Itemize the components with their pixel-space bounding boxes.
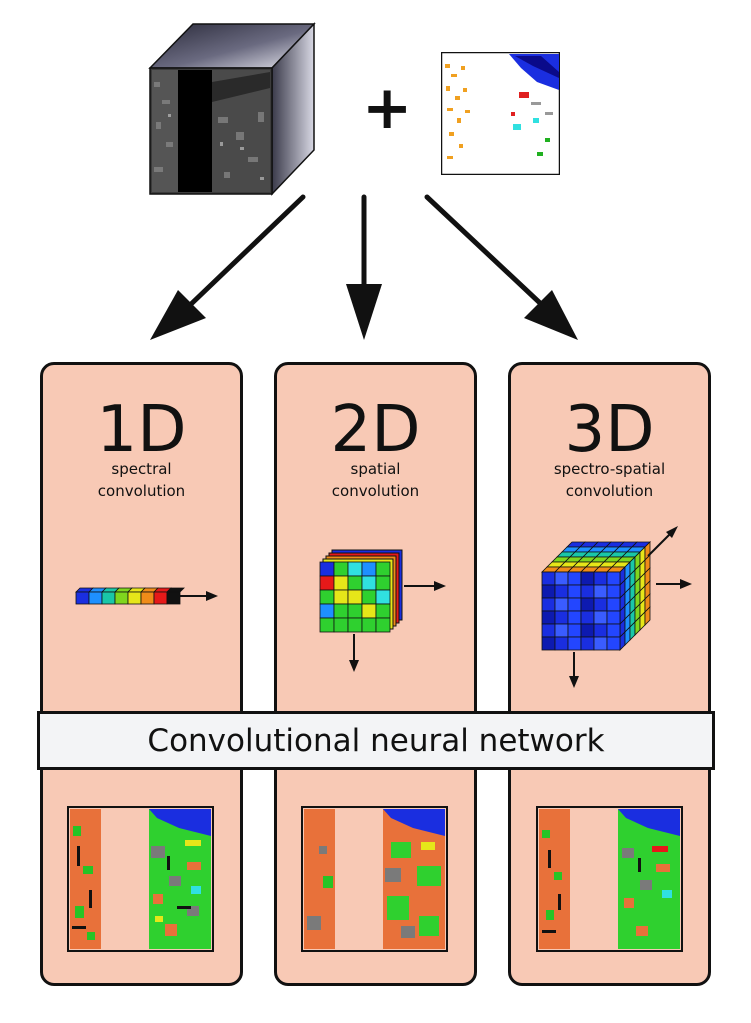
kernel-1d-cell bbox=[153, 591, 168, 605]
kernel-2d-cell bbox=[347, 561, 363, 577]
kernel-3d-front-cell bbox=[606, 623, 621, 638]
kernel-3d-front-cell bbox=[593, 610, 608, 625]
kernel-3d-front-cell bbox=[554, 571, 569, 586]
kernel-2d-cell bbox=[361, 589, 377, 605]
kernel-3d-front-cell bbox=[567, 623, 582, 638]
spectral-kernel-1d bbox=[74, 584, 220, 610]
kernel-3d-front-cell bbox=[580, 610, 595, 625]
kernel-2d-cell bbox=[319, 617, 335, 633]
kernel-3d-front-cell bbox=[541, 623, 556, 638]
branch-arrows bbox=[150, 194, 578, 340]
panel-2d-subtitle-line2: convolution bbox=[331, 482, 420, 500]
spatial-kernel-2d bbox=[318, 548, 454, 680]
panel-3d-title: 3D bbox=[564, 393, 655, 467]
kernel-3d-front-cell bbox=[580, 623, 595, 638]
kernel-1d-cell bbox=[140, 591, 155, 605]
cnn-bar: Convolutional neural network bbox=[37, 711, 715, 770]
kernel-3d-front-cell bbox=[541, 610, 556, 625]
kernel-2d-cell bbox=[361, 617, 377, 633]
kernel-1d-cell bbox=[166, 591, 181, 605]
panel-1d-subtitle-line1: spectral bbox=[111, 460, 172, 478]
classification-map-2d bbox=[301, 806, 448, 952]
kernel-2d-cell bbox=[361, 603, 377, 619]
kernel-1d-cell bbox=[101, 591, 116, 605]
kernel-3d-front-cell bbox=[554, 610, 569, 625]
panel-2d-title: 2D bbox=[330, 393, 421, 467]
kernel-3d-front-cell bbox=[606, 571, 621, 586]
kernel-3d-front-cell bbox=[567, 571, 582, 586]
kernel-3d-front-cell bbox=[593, 636, 608, 651]
spectro-spatial-kernel-3d bbox=[538, 516, 698, 698]
kernel-3d-front-cell bbox=[567, 597, 582, 612]
kernel-1d-cell bbox=[127, 591, 142, 605]
kernel-3d-front-cell bbox=[541, 584, 556, 599]
kernel-2d-cell bbox=[347, 589, 363, 605]
kernel-3d-side-cell bbox=[644, 606, 651, 626]
kernel-2d-cell bbox=[347, 603, 363, 619]
kernel-3d-front-cell bbox=[580, 571, 595, 586]
panel-1d-subtitle-line2: convolution bbox=[97, 482, 186, 500]
kernel-2d-cell bbox=[319, 575, 335, 591]
kernel-1d-cell bbox=[88, 591, 103, 605]
plus-sign: + bbox=[362, 73, 413, 143]
panel-3d-subtitle-line2: convolution bbox=[565, 482, 654, 500]
kernel-2d-cell bbox=[319, 561, 335, 577]
kernel-3d-front-cell bbox=[606, 610, 621, 625]
panel-1d-subtitle: spectral convolution bbox=[40, 458, 243, 502]
kernel-2d-cell bbox=[319, 603, 335, 619]
panel-2d-subtitle: spatial convolution bbox=[274, 458, 477, 502]
panel-2d-subtitle-line1: spatial bbox=[350, 460, 401, 478]
kernel-3d-front-cell bbox=[554, 584, 569, 599]
kernel-3d-front-cell bbox=[567, 636, 582, 651]
kernel-2d-cell bbox=[375, 561, 391, 577]
panel-1d-title: 1D bbox=[96, 393, 187, 467]
kernel-3d-front-cell bbox=[593, 623, 608, 638]
kernel-2d-cell bbox=[375, 575, 391, 591]
kernel-2d-cell bbox=[375, 589, 391, 605]
kernel-3d-front-cell bbox=[606, 584, 621, 599]
kernel-2d-cell bbox=[361, 575, 377, 591]
kernel-2d-cell bbox=[347, 617, 363, 633]
kernel-2d-cell bbox=[333, 589, 349, 605]
kernel-2d-cell bbox=[333, 561, 349, 577]
kernel-3d-front-cell bbox=[606, 597, 621, 612]
kernel-3d-front-cell bbox=[593, 584, 608, 599]
ground-truth-map bbox=[441, 52, 560, 175]
kernel-3d-front-cell bbox=[606, 636, 621, 651]
kernel-2d-cell bbox=[347, 575, 363, 591]
kernel-3d-front-cell bbox=[554, 623, 569, 638]
kernel-2d-cell bbox=[361, 561, 377, 577]
kernel-3d-front-cell bbox=[567, 584, 582, 599]
cnn-label: Convolutional neural network bbox=[147, 722, 605, 759]
kernel-3d-front-cell bbox=[580, 597, 595, 612]
kernel-3d-front-cell bbox=[541, 636, 556, 651]
kernel-3d-front-cell bbox=[593, 571, 608, 586]
kernel-3d-front-cell bbox=[541, 597, 556, 612]
kernel-3d-front-cell bbox=[554, 636, 569, 651]
kernel-3d-front-cell bbox=[580, 584, 595, 599]
kernel-2d-cell bbox=[333, 603, 349, 619]
kernel-2d-cell bbox=[333, 617, 349, 633]
panel-3d-subtitle-line1: spectro-spatial bbox=[553, 460, 666, 478]
kernel-2d-cell bbox=[375, 617, 391, 633]
panel-3d-subtitle: spectro-spatial convolution bbox=[508, 458, 711, 502]
kernel-2d-cell bbox=[333, 575, 349, 591]
classification-map-1d bbox=[67, 806, 214, 952]
kernel-3d-front-cell bbox=[580, 636, 595, 651]
kernel-3d-front-cell bbox=[554, 597, 569, 612]
kernel-3d-front-cell bbox=[567, 610, 582, 625]
kernel-3d-front-cell bbox=[541, 571, 556, 586]
kernel-3d-front-cell bbox=[593, 597, 608, 612]
kernel-1d-cell bbox=[75, 591, 90, 605]
kernel-1d-cell bbox=[114, 591, 129, 605]
classification-map-3d bbox=[536, 806, 683, 952]
kernel-2d-cell bbox=[319, 589, 335, 605]
hyperspectral-cube bbox=[148, 22, 316, 197]
kernel-2d-cell bbox=[375, 603, 391, 619]
